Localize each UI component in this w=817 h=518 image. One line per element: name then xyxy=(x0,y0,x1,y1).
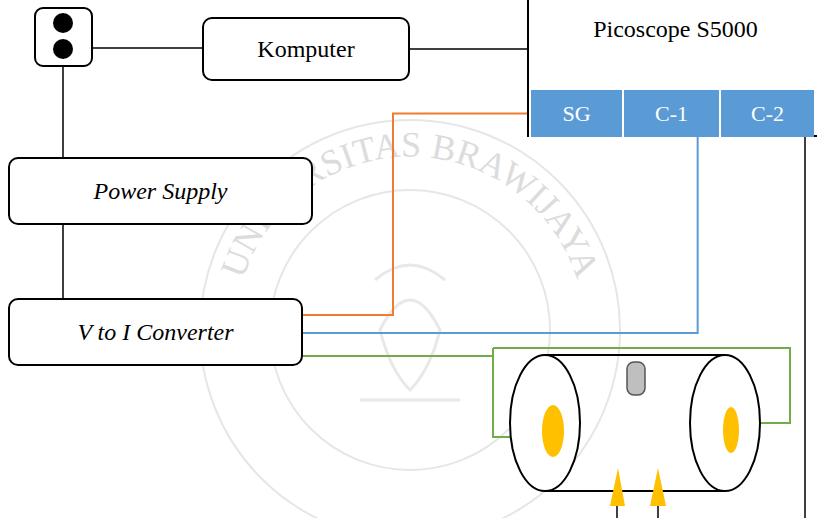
electrode xyxy=(542,405,564,457)
watermark-ring xyxy=(270,190,550,470)
probe-needle xyxy=(650,468,666,506)
oscilloscope-box: Picoscope S5000SG C-1 C-2 xyxy=(527,0,817,137)
cylinder-end xyxy=(690,355,760,491)
indicator-dot xyxy=(53,39,73,59)
probe-wire xyxy=(616,506,618,518)
wire xyxy=(62,66,64,157)
node-label: Picoscope S5000 xyxy=(529,16,817,43)
probe-wire xyxy=(657,506,659,518)
node-label: Power Supply xyxy=(94,178,228,205)
channel-cell: C-2 xyxy=(719,90,814,137)
power-supply-box: Power Supply xyxy=(8,157,313,225)
indicator-dot xyxy=(53,13,73,33)
probe-wire xyxy=(804,137,806,518)
node-label: Komputer xyxy=(257,36,354,63)
electrode xyxy=(723,407,739,453)
converter-box: V to I Converter xyxy=(8,298,303,366)
computer-box: Komputer xyxy=(202,17,410,81)
node-label: V to I Converter xyxy=(77,319,233,346)
node-label: C-2 xyxy=(751,101,784,127)
connector xyxy=(303,137,698,333)
probe-needle xyxy=(610,468,625,506)
channel-cell: SG xyxy=(529,90,622,137)
sensor-port xyxy=(627,362,645,395)
connector xyxy=(303,114,529,316)
cylinder-end xyxy=(510,355,580,491)
channel-cell: C-1 xyxy=(622,90,719,137)
connector xyxy=(62,225,64,298)
wire xyxy=(92,47,202,49)
connector xyxy=(410,48,527,50)
node-label: SG xyxy=(562,101,590,127)
node-label: C-1 xyxy=(655,101,688,127)
indicator-box xyxy=(35,8,92,66)
